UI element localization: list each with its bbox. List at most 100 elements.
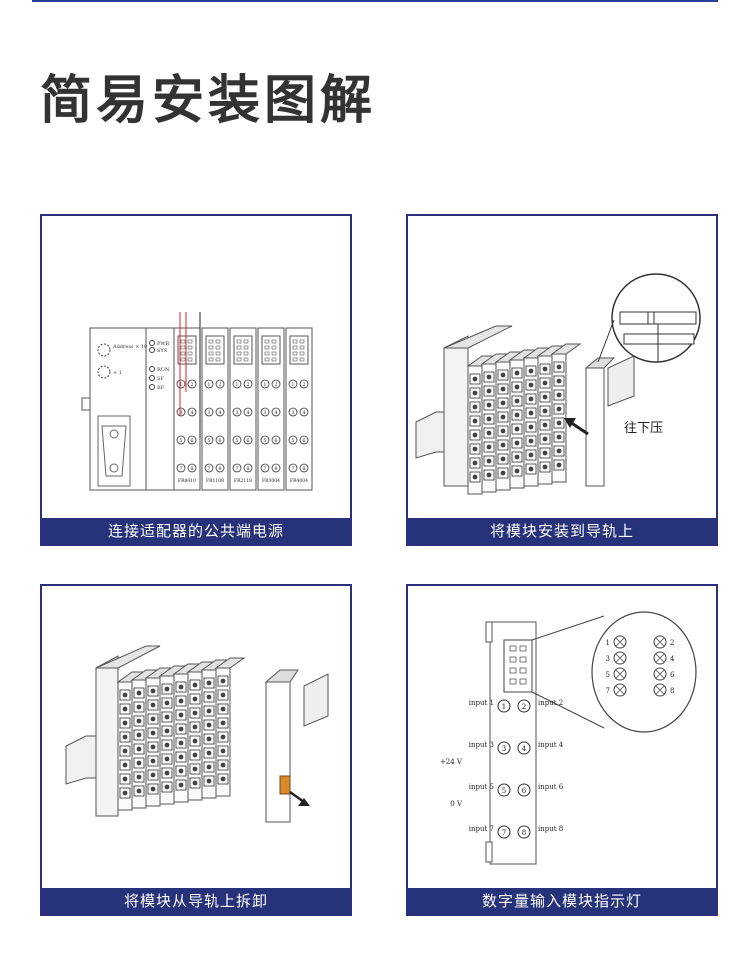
terminal-hole bbox=[514, 426, 520, 432]
terminal-hole bbox=[472, 390, 478, 396]
terminal-number: 4 bbox=[190, 410, 193, 416]
terminal-circle bbox=[260, 463, 270, 473]
terminal-circle bbox=[243, 435, 253, 445]
led-mark bbox=[236, 339, 242, 344]
led-number: 1 bbox=[606, 639, 610, 647]
terminal-circle bbox=[288, 463, 298, 473]
terminal-hole bbox=[150, 786, 156, 792]
terminal-number: 6 bbox=[302, 438, 305, 444]
terminal-number: 6 bbox=[190, 438, 193, 444]
terminal-hole bbox=[220, 720, 226, 726]
terminal-hole bbox=[178, 712, 184, 718]
terminal-number: 7 bbox=[291, 466, 294, 472]
terminal-hole bbox=[178, 698, 184, 704]
terminal-number: 4 bbox=[302, 410, 305, 416]
led-mark bbox=[509, 667, 517, 674]
terminal-hole bbox=[164, 714, 170, 720]
terminal-hole bbox=[136, 760, 142, 766]
led-cross bbox=[655, 669, 665, 679]
terminal-hole bbox=[150, 688, 156, 694]
terminal-number: 7 bbox=[179, 466, 182, 472]
input-label: input 3 bbox=[469, 741, 494, 749]
led-cross bbox=[615, 669, 625, 679]
terminal-hole bbox=[542, 422, 548, 428]
terminal-hole bbox=[500, 400, 506, 406]
terminal-number: 2 bbox=[218, 382, 221, 388]
zero-v-label: 0 V bbox=[450, 800, 463, 808]
terminal-hole bbox=[472, 432, 478, 438]
led-mark bbox=[208, 351, 214, 356]
terminal-hole bbox=[472, 460, 478, 466]
terminal-hole bbox=[136, 718, 142, 724]
terminal-hole bbox=[178, 768, 184, 774]
terminal-circle bbox=[215, 407, 225, 417]
led-mark bbox=[180, 357, 186, 362]
terminal-hole bbox=[178, 684, 184, 690]
terminal-hole bbox=[164, 784, 170, 790]
terminal-hole bbox=[514, 440, 520, 446]
terminal-hole bbox=[136, 690, 142, 696]
led-mark bbox=[299, 357, 305, 362]
sys-led-label: SYS bbox=[157, 348, 168, 354]
led-indicator: 4 bbox=[653, 651, 675, 665]
terminal-hole bbox=[220, 762, 226, 768]
led-cross bbox=[655, 637, 665, 647]
terminal-hole bbox=[500, 414, 506, 420]
terminal-hole bbox=[136, 788, 142, 794]
led-cross bbox=[655, 653, 665, 663]
terminal-circle bbox=[271, 379, 281, 389]
input-label: input 4 bbox=[538, 741, 564, 749]
terminal-hole bbox=[556, 392, 562, 398]
led-mark bbox=[208, 357, 214, 362]
terminal-hole bbox=[178, 782, 184, 788]
terminal-hole bbox=[150, 772, 156, 778]
led-mark bbox=[180, 339, 186, 344]
terminal-hole bbox=[556, 378, 562, 384]
led-mark bbox=[519, 678, 527, 685]
terminal-hole bbox=[136, 774, 142, 780]
io-module bbox=[522, 347, 554, 487]
led-mark bbox=[264, 345, 270, 350]
terminal-number: 3 bbox=[207, 410, 210, 416]
rail-removal-diagram bbox=[65, 645, 329, 823]
terminal-circle bbox=[517, 741, 531, 755]
terminal-number: 1 bbox=[291, 382, 294, 388]
terminal-hole bbox=[500, 386, 506, 392]
terminal-hole bbox=[486, 472, 492, 478]
terminal-hole bbox=[122, 706, 128, 712]
terminal-hole bbox=[528, 396, 534, 402]
led-cross bbox=[615, 637, 625, 647]
led-mark bbox=[299, 339, 305, 344]
led-mark bbox=[509, 678, 517, 685]
terminal-hole bbox=[206, 750, 212, 756]
terminal-number: 1 bbox=[179, 382, 182, 388]
terminal-circle bbox=[187, 407, 197, 417]
panel-caption: 数字量输入模块指示灯 bbox=[408, 888, 716, 914]
terminal-hole bbox=[164, 728, 170, 734]
terminal-hole bbox=[542, 436, 548, 442]
led-mark bbox=[271, 351, 277, 356]
terminal-hole bbox=[192, 682, 198, 688]
led-mark bbox=[292, 345, 298, 350]
terminal-hole bbox=[486, 430, 492, 436]
terminal-circle bbox=[243, 379, 253, 389]
terminal-hole bbox=[220, 706, 226, 712]
sf-led-label: SF bbox=[157, 376, 164, 382]
panel-caption: 将模块从导轨上拆卸 bbox=[42, 888, 350, 914]
terminal-circle bbox=[288, 407, 298, 417]
io-module bbox=[494, 351, 526, 491]
terminal-hole bbox=[528, 410, 534, 416]
terminal-circle bbox=[260, 435, 270, 445]
led-mark bbox=[519, 667, 527, 674]
terminal-hole bbox=[122, 776, 128, 782]
page-title: 简易安装图解 bbox=[40, 71, 377, 131]
module-model-label: FR8010 bbox=[178, 478, 196, 484]
terminal-circle bbox=[299, 435, 309, 445]
terminal-number: 4 bbox=[274, 410, 277, 416]
terminal-hole bbox=[528, 368, 534, 374]
terminal-hole bbox=[136, 704, 142, 710]
